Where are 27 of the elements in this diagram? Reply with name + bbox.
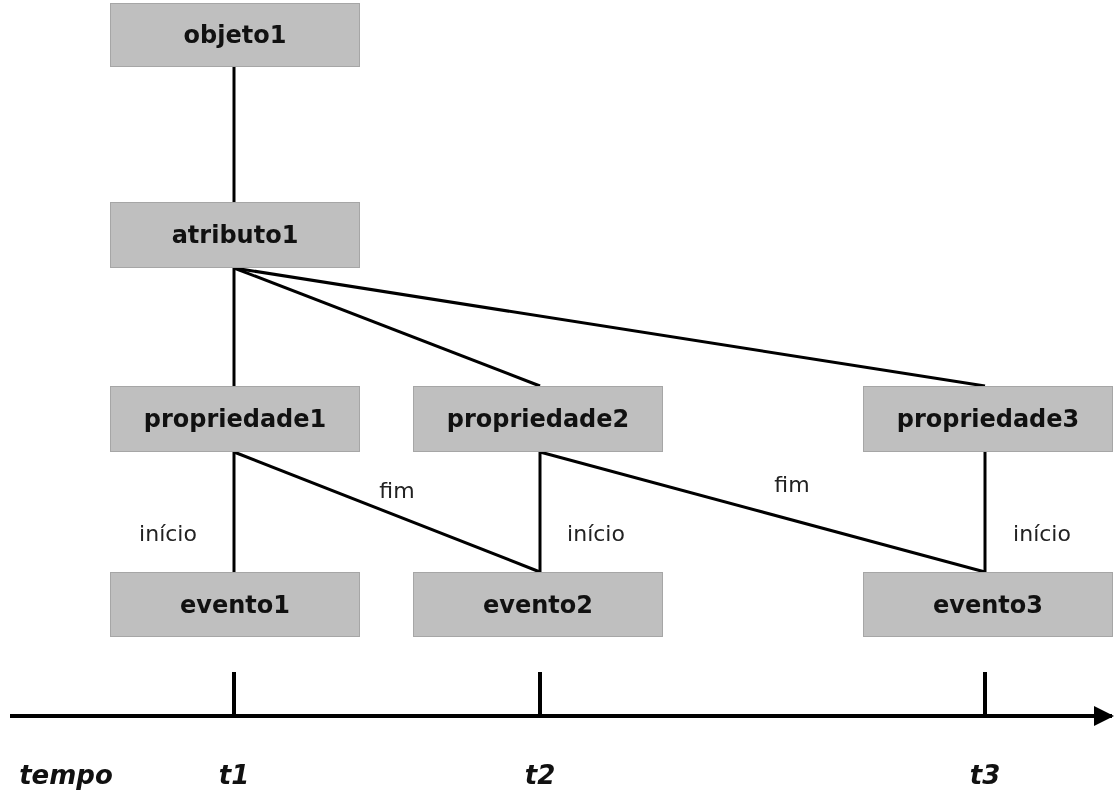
process-box (110, 572, 360, 637)
axis-title: tempo (19, 760, 113, 790)
process-box (413, 572, 663, 637)
node-text: propriedade2 (446, 405, 630, 433)
process-box (413, 386, 663, 452)
connector-line (232, 67, 236, 202)
node-text: propriedade3 (896, 405, 1080, 433)
node-text: propriedade1 (143, 405, 327, 433)
process-box (110, 386, 360, 452)
node-text: objeto1 (183, 21, 287, 49)
connector-line (538, 452, 542, 572)
tick-label: t2 (524, 760, 556, 790)
connector-line (233, 450, 541, 574)
tick-label: t1 (218, 760, 250, 790)
node-text: evento2 (483, 590, 593, 619)
node-text: evento1 (180, 590, 290, 619)
connector-line (983, 452, 987, 572)
connector-line (232, 452, 236, 572)
connector-line (539, 450, 986, 574)
connector-line (232, 268, 236, 386)
node-text: atributo1 (171, 221, 299, 249)
tick-label: t3 (969, 760, 1001, 790)
process-box (863, 572, 1113, 637)
process-box (110, 202, 360, 268)
process-box (110, 3, 360, 67)
node-text: evento3 (933, 590, 1043, 619)
process-box (863, 386, 1113, 452)
